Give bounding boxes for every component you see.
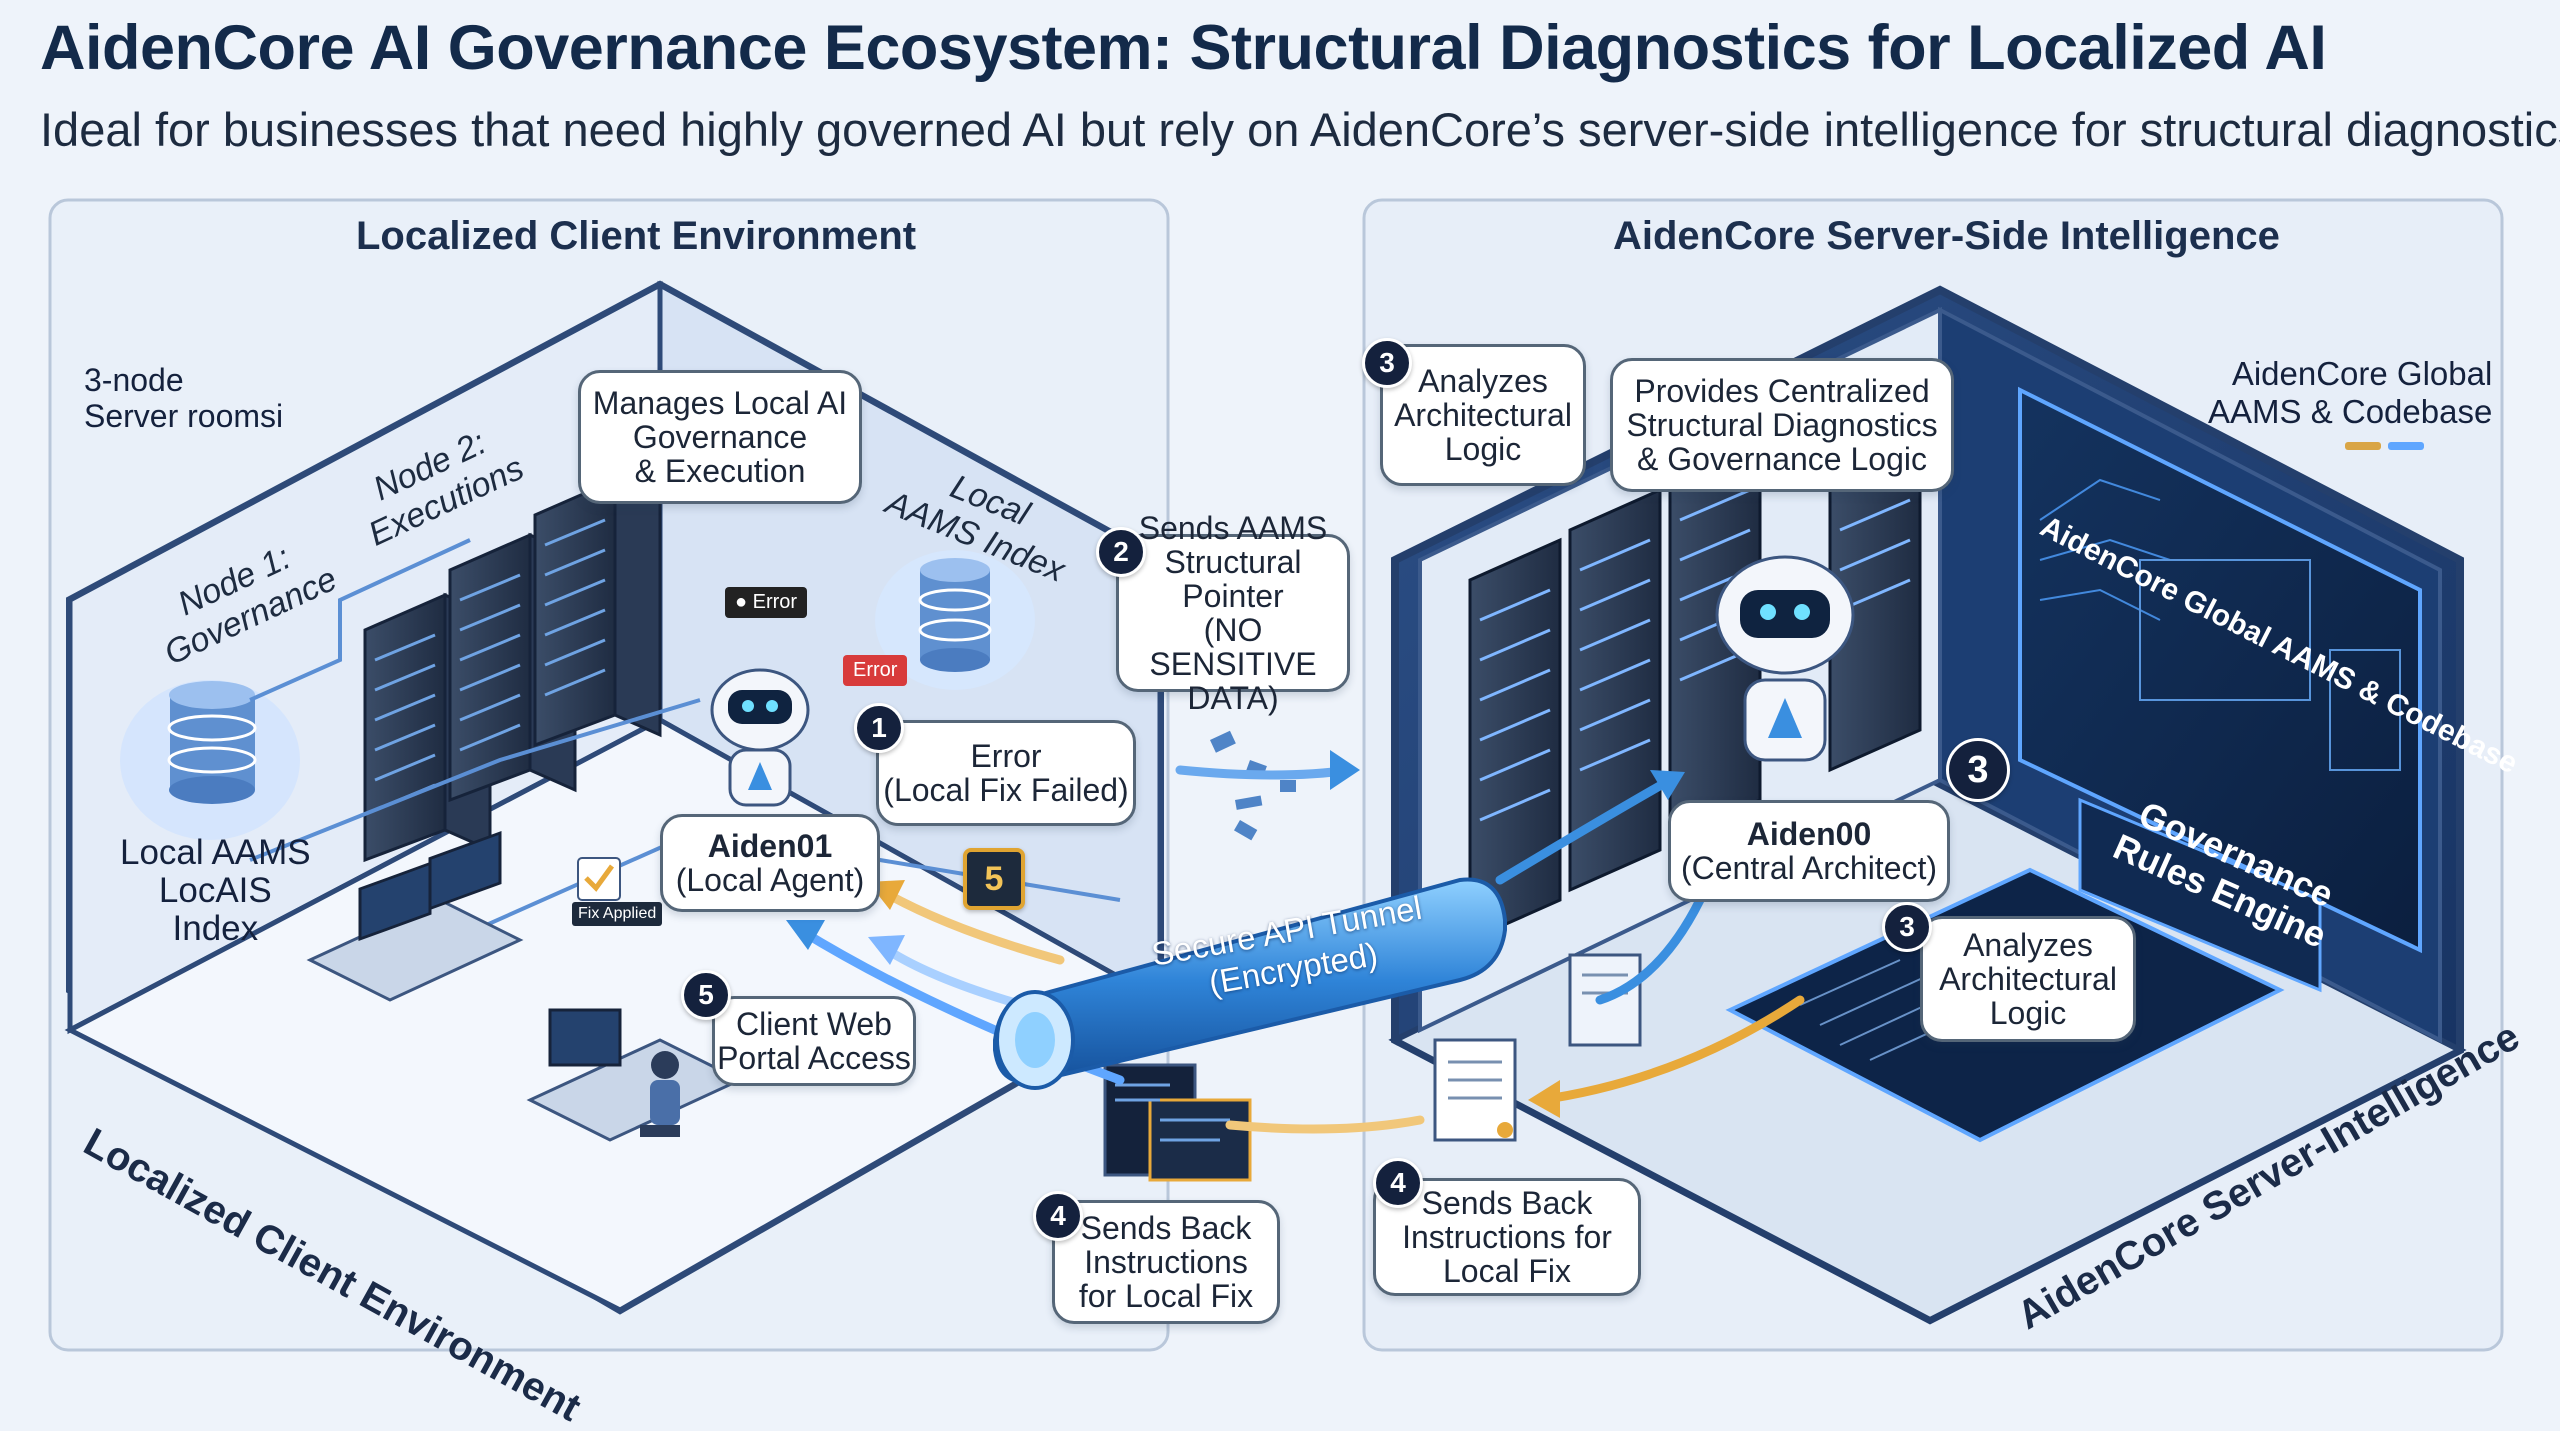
rules-engine-panel bbox=[2078, 797, 2322, 993]
manages-callout: Manages Local AI Governance & Execution bbox=[578, 370, 862, 504]
step3-big-badge: 3 bbox=[1946, 738, 2010, 802]
client-server-racks bbox=[249, 477, 1121, 952]
step4-right-callout: Sends Back Instructions for Local Fix bbox=[1373, 1178, 1641, 1296]
local-agent-callout: Aiden01 (Local Agent) bbox=[660, 814, 880, 912]
diagram-canvas: AidenCore AI Governance Ecosystem: Struc… bbox=[40, 13, 2560, 1430]
analyzes-top-callout: Analyzes Architectural Logic bbox=[1380, 344, 1586, 486]
client-workstations bbox=[306, 830, 744, 1142]
global-codebase-screen bbox=[2018, 386, 2422, 954]
central-agent-callout: Aiden00 (Central Architect) bbox=[1668, 800, 1950, 902]
page-subtitle: Ideal for businesses that need highly go… bbox=[40, 103, 2560, 156]
step5-badge: 5 bbox=[681, 970, 731, 1020]
fix-applied-icon bbox=[577, 857, 621, 901]
instruction-document-icon bbox=[1433, 1038, 1517, 1142]
step3-bottom-badge: 3 bbox=[1882, 902, 1932, 952]
step2-badge: 2 bbox=[1096, 527, 1146, 577]
central-server-racks bbox=[1468, 367, 1922, 943]
fix-applied-badge: Fix Applied bbox=[572, 902, 663, 926]
step2-callout: Sends AAMS Structural Pointer (NO SENSIT… bbox=[1116, 511, 1350, 715]
page-title: AidenCore AI Governance Ecosystem: Struc… bbox=[40, 13, 2327, 83]
step1-badge: 1 bbox=[854, 703, 904, 753]
server-rooms-label: 3-node Server roomsi bbox=[84, 362, 284, 434]
step5-gold-badge: 5 bbox=[963, 848, 1025, 910]
local-database-icon bbox=[120, 680, 300, 840]
provides-callout: Provides Centralized Structural Diagnost… bbox=[1610, 358, 1954, 492]
step4-left-callout: Sends Back Instructions for Local Fix bbox=[1052, 1200, 1280, 1324]
error-badge: ● Error bbox=[725, 587, 808, 618]
code-files-icon bbox=[1103, 1063, 1252, 1182]
step4-left-badge: 4 bbox=[1033, 1191, 1083, 1241]
local-agent-robot-icon bbox=[710, 668, 810, 807]
diagram-artwork bbox=[48, 198, 2504, 1352]
secure-api-tunnel bbox=[993, 877, 1507, 1090]
right-panel-title: AidenCore Server-Side Intelligence bbox=[1613, 214, 2280, 258]
analyzes-bottom-callout: Analyzes Architectural Logic bbox=[1920, 916, 2136, 1042]
local-aams-index-icon bbox=[875, 550, 1035, 690]
data-fragments bbox=[1210, 730, 1296, 841]
step3-top-badge: 3 bbox=[1362, 338, 1412, 388]
error-badge: Error bbox=[843, 655, 908, 686]
central-architect-robot-icon bbox=[1715, 555, 1855, 762]
global-codebase-label: AidenCore Global AAMS & Codebase bbox=[2208, 355, 2493, 430]
portal-callout: Client Web Portal Access bbox=[712, 996, 916, 1086]
left-panel-title: Localized Client Environment bbox=[356, 214, 917, 258]
step4-right-badge: 4 bbox=[1373, 1158, 1423, 1208]
step1-callout: Error (Local Fix Failed) bbox=[876, 720, 1136, 826]
local-aams-label: Local AAMS LocAIS Index bbox=[120, 833, 311, 948]
diagnostic-document-icon bbox=[1568, 953, 1642, 1047]
